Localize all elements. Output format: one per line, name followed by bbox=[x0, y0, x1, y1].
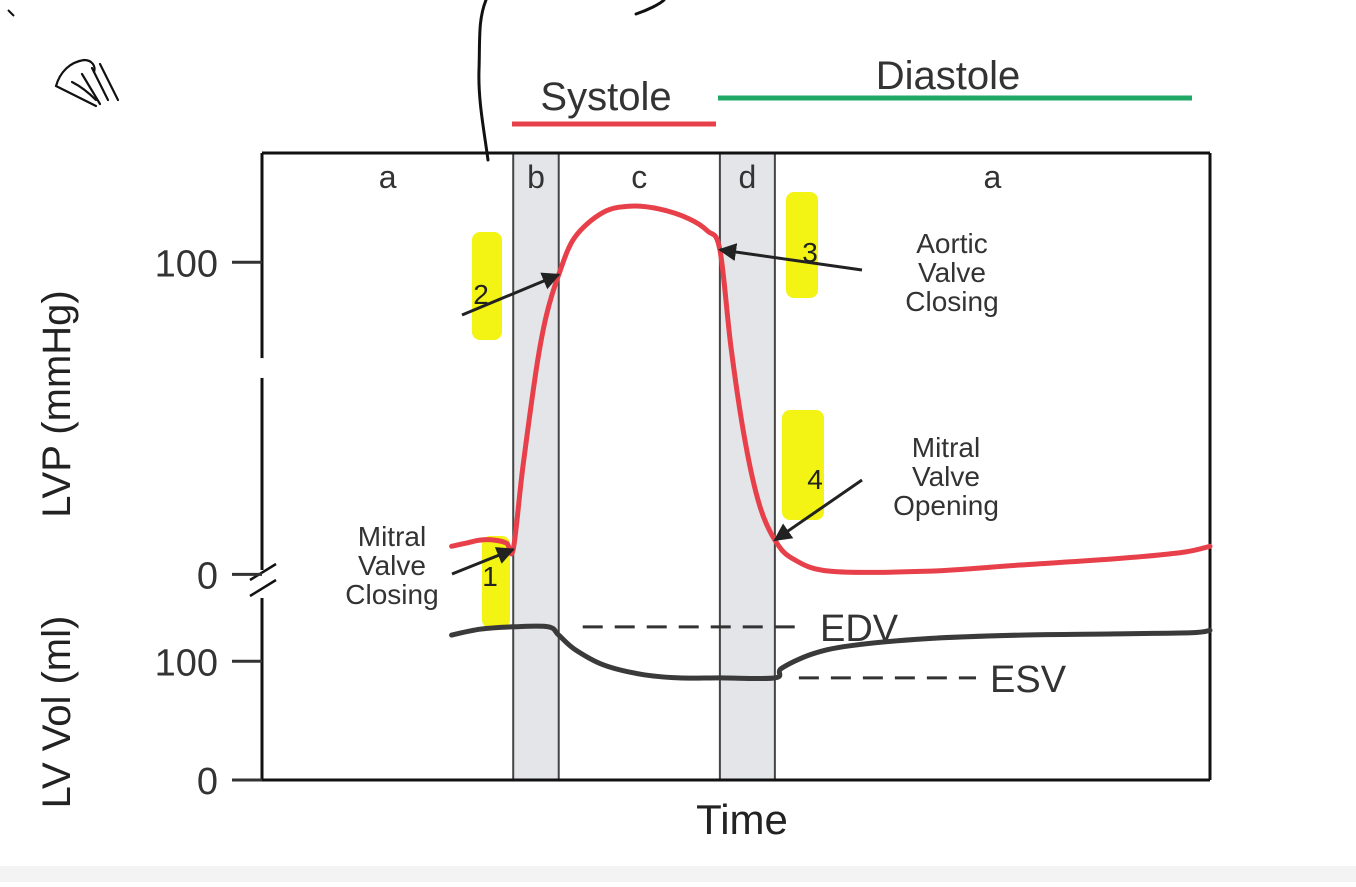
phase-label-b: b bbox=[527, 159, 545, 195]
highlighter-mark bbox=[786, 192, 818, 298]
series-line-lv_volume bbox=[449, 623, 1213, 682]
ref-label-esv: ESV bbox=[990, 659, 1067, 701]
annotation-text-4: Mitral bbox=[912, 432, 980, 463]
annotation-text-3: Valve bbox=[918, 257, 986, 288]
annotation-text-4: Valve bbox=[912, 461, 980, 492]
axes: 100 0 100 0 LVP (mmHg) LV Vol (ml) Time bbox=[35, 243, 788, 843]
systole-label: Systole bbox=[540, 75, 671, 119]
annotation-number-3: 3 bbox=[802, 237, 818, 268]
pen-stroke-vertical bbox=[477, 0, 490, 162]
annotation-text-3: Closing bbox=[905, 286, 998, 317]
phase-band-d bbox=[718, 152, 776, 781]
annotation-arrow-2 bbox=[461, 272, 561, 317]
annotation-text-1: Valve bbox=[358, 550, 426, 581]
annotation-text-1: Mitral bbox=[358, 521, 426, 552]
white-dot bbox=[252, 358, 272, 378]
annotation-text-1: Closing bbox=[345, 579, 438, 610]
phase-band-b bbox=[512, 152, 560, 781]
annotation-arrow-1 bbox=[451, 547, 515, 576]
annotation-number-2: 2 bbox=[473, 279, 489, 310]
phase-label-c: c bbox=[631, 159, 647, 195]
plot-frame bbox=[232, 151, 1212, 782]
annotation-number-4: 4 bbox=[807, 464, 823, 495]
annotation-number-1: 1 bbox=[482, 561, 498, 592]
annotation-text-3: Aortic bbox=[916, 228, 988, 259]
phase-label-a: a bbox=[984, 159, 1002, 195]
pen-doodle-hand bbox=[54, 58, 120, 108]
handwritten-scribbles bbox=[7, 0, 666, 162]
phase-label-d: d bbox=[738, 159, 756, 195]
pen-stroke-hook bbox=[634, 0, 666, 16]
diastole-label: Diastole bbox=[876, 54, 1021, 98]
lvvol-tick-label: 100 bbox=[155, 642, 218, 684]
axis-break-mark bbox=[249, 578, 277, 598]
lvp-tick-label: 100 bbox=[155, 243, 218, 285]
phase-bar: Systole Diastole bbox=[512, 54, 1192, 127]
highlighter-mark bbox=[782, 410, 824, 520]
lvp-axis-label: LVP (mmHg) bbox=[35, 290, 79, 517]
x-axis-label: Time bbox=[696, 796, 788, 843]
cropped-next-figure-strip bbox=[0, 866, 1356, 882]
series-line-lvp bbox=[449, 203, 1213, 575]
phase-label-a: a bbox=[379, 159, 397, 195]
lvvol-tick-label: 0 bbox=[197, 761, 218, 803]
annotation-text-4: Opening bbox=[893, 490, 999, 521]
lvp-tick-label: 0 bbox=[197, 555, 218, 597]
highlighter-mark bbox=[472, 232, 502, 340]
annotation-arrow-3 bbox=[718, 243, 863, 272]
axis-break-mark bbox=[249, 562, 277, 582]
lvvol-axis-label: LV Vol (ml) bbox=[35, 616, 79, 809]
annotation-arrow-4 bbox=[773, 478, 863, 542]
pen-stroke-tick bbox=[7, 9, 15, 17]
